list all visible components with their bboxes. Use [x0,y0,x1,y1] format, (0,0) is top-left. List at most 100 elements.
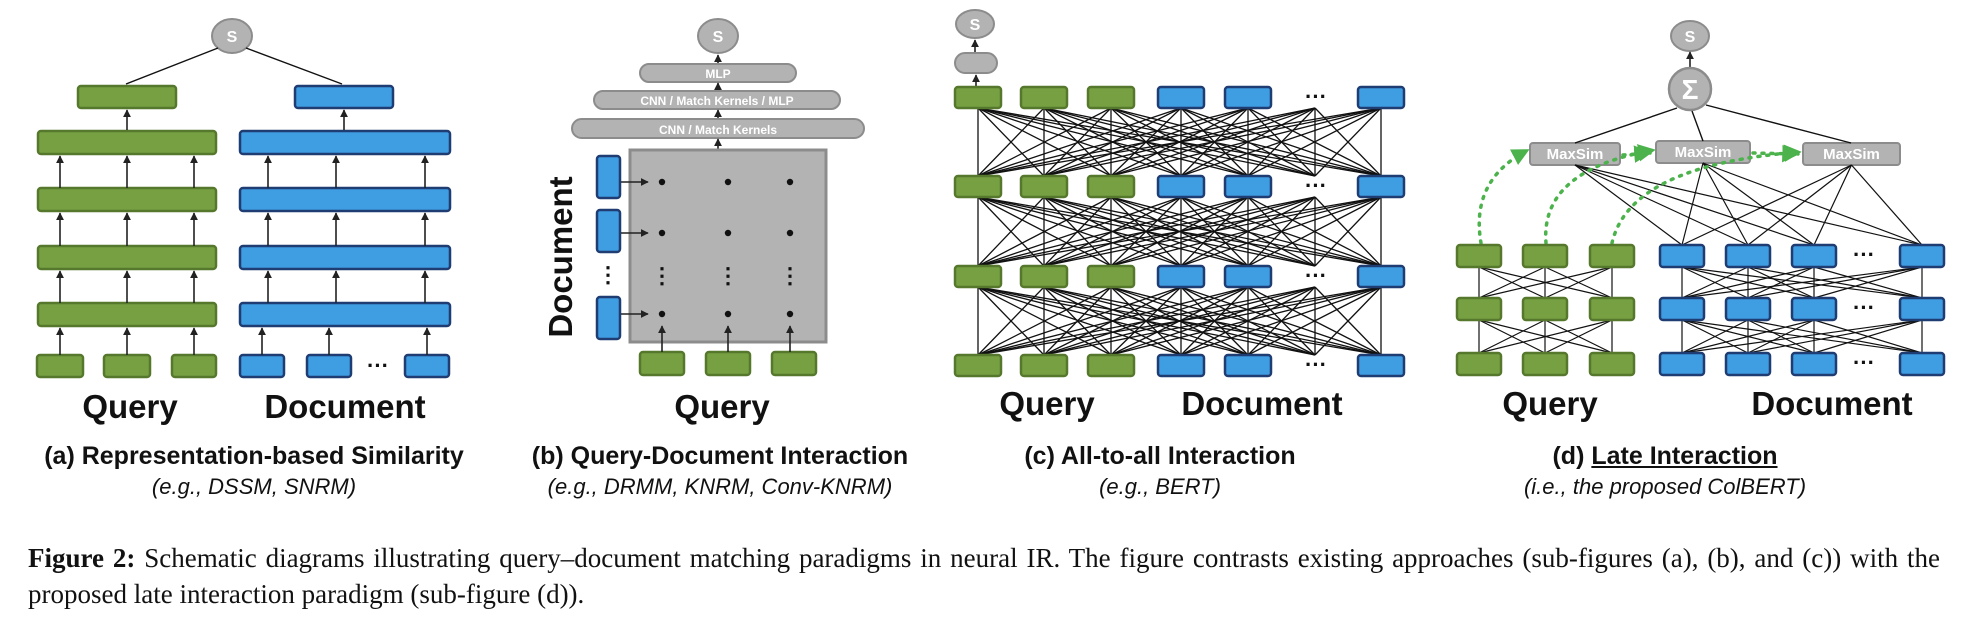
attention-edge [977,196,1316,267]
match-cell [658,178,666,186]
attention-edge [1043,107,1382,177]
doc-token [1156,174,1206,199]
attention-edge [977,286,1045,356]
score-node [1670,20,1710,52]
ellipsis: ··· [1853,295,1875,320]
query-attention-edge [1478,266,1613,299]
query-token [1086,85,1136,110]
doc-layer [238,186,452,213]
maxsim-doc-edge [1574,164,1815,246]
maxsim-doc-edge [1813,164,1853,246]
query-to-maxsim-curve [1477,148,1530,245]
doc-layer [238,244,452,271]
doc-token [1356,85,1406,110]
query-token [1019,353,1069,378]
doc-token [403,353,451,379]
document-label: Document [542,176,579,337]
edge-score-query [125,47,219,85]
attention-edge [1180,196,1382,267]
doc-attention-edge [1681,319,1749,354]
pooler-node [954,52,998,74]
attention-edge [1110,286,1382,356]
score-node [697,18,739,54]
query-token [704,350,752,377]
query-token [1086,353,1136,378]
attention-edge [977,107,1045,177]
figure-caption-text: Schematic diagrams illustrating query–do… [28,543,1940,609]
doc-token [1724,351,1772,377]
document-label: Document [264,388,425,425]
query-token [1086,174,1136,199]
attention-edge [1314,196,1382,267]
attention-edge [1180,286,1382,356]
attention-edge [977,196,1045,267]
doc-token [1223,85,1273,110]
doc-attention-edge [1813,266,1923,299]
vertical-ellipsis: ⋮ [779,263,801,288]
query-token [1521,296,1569,322]
attention-edge [977,196,1182,267]
doc-top-vector [293,84,395,110]
caption-a-title: (a) Representation-based Similarity [44,442,464,470]
edge-score-doc [245,47,343,85]
query-top-vector [76,84,178,110]
match-cell [786,229,794,237]
doc-token-vertical [595,208,622,254]
caption-d-subtitle: (i.e., the proposed ColBERT) [1523,474,1807,499]
doc-attention-edge [1681,319,1815,354]
doc-token [1658,296,1706,322]
doc-token [1356,174,1406,199]
match-cell [786,310,794,318]
attention-edge [1314,286,1382,356]
query-layer [36,244,218,271]
attention-edge [977,286,1182,356]
attention-edge [1247,286,1382,356]
query-layer [36,301,218,328]
attention-edge [977,107,1249,177]
query-token [953,174,1003,199]
doc-attention-edge [1813,319,1923,354]
query-token [953,264,1003,289]
doc-attention-edge [1747,266,1923,299]
sum-edge [1574,107,1678,144]
doc-token [1790,243,1838,269]
doc-token [1898,243,1946,269]
doc-layer [238,301,452,328]
attention-edge [1043,286,1382,356]
doc-attention-edge [1681,266,1815,299]
cnn-kernels-layer [571,118,865,139]
query-token [1588,351,1636,377]
score-node-label: S [713,29,724,46]
query-token [953,353,1003,378]
attention-edge [977,286,1382,356]
score-node-label: S [970,17,981,34]
query-token [953,85,1003,110]
sum-node [1667,66,1713,112]
query-token [170,353,218,379]
doc-attention-edge [1747,266,1815,299]
attention-edge [977,286,1249,356]
document-label: Document [1181,385,1342,422]
query-label: Query [674,388,770,425]
attention-edge [977,107,1182,177]
sum-symbol: Σ [1682,74,1699,105]
query-label: Query [1502,385,1598,422]
query-to-maxsim-curve [1544,144,1656,245]
doc-token [1156,264,1206,289]
ellipsis: ··· [1305,352,1327,377]
query-token [35,353,85,379]
caption-a-subtitle: (e.g., DSSM, SNRM) [151,474,357,499]
score-node [955,9,995,39]
maxsim-doc-edge [1851,164,1923,246]
ellipsis: ··· [1305,84,1327,109]
attention-edge [977,107,1382,177]
attention-edge [977,196,1112,267]
attention-edge [977,196,1249,267]
doc-token [1356,264,1406,289]
query-label: Query [82,388,178,425]
match-cell [724,229,732,237]
query-token [1019,174,1069,199]
doc-token [1898,296,1946,322]
